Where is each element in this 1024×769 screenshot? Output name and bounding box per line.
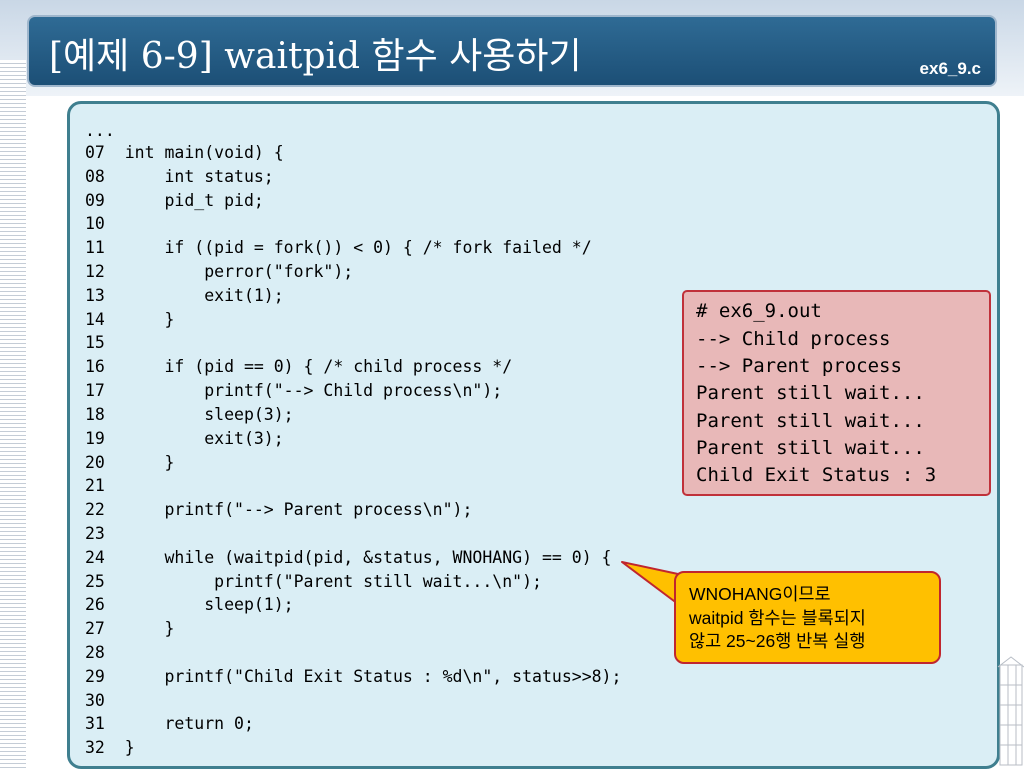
title-bar: [예제 6-9] waitpid 함수 사용하기 ex6_9.c [27, 15, 997, 87]
output-line: Parent still wait... [696, 410, 925, 432]
code-line: 21 [85, 476, 105, 495]
code-line: 08 int status; [85, 167, 274, 186]
file-name-label: ex6_9.c [919, 59, 981, 78]
output-line: --> Child process [696, 328, 891, 350]
code-line: 26 sleep(1); [85, 595, 294, 614]
code-line: 12 perror("fork"); [85, 262, 354, 281]
annotation-callout: WNOHANG이므로 waitpid 함수는 블록되지 않고 25~26행 반복… [674, 571, 941, 664]
code-line: 31 return 0; [85, 714, 254, 733]
code-line: 16 if (pid == 0) { /* child process */ [85, 357, 513, 376]
code-line: 22 printf("--> Parent process\n"); [85, 500, 473, 519]
callout-text-line: waitpid 함수는 블록되지 [689, 608, 866, 628]
code-line: 07 int main(void) { [85, 143, 284, 162]
program-output-box: # ex6_9.out --> Child process --> Parent… [682, 290, 991, 496]
code-line: 13 exit(1); [85, 286, 284, 305]
output-line: --> Parent process [696, 355, 902, 377]
code-line: 30 [85, 691, 105, 710]
code-line: 25 printf("Parent still wait...\n"); [85, 572, 542, 591]
code-line: 15 [85, 333, 105, 352]
callout-pointer [621, 561, 679, 605]
code-line: 29 printf("Child Exit Status : %d\n", st… [85, 667, 622, 686]
output-line: Parent still wait... [696, 437, 925, 459]
output-line: Child Exit Status : 3 [696, 464, 937, 486]
code-line: 23 [85, 524, 105, 543]
code-line: 10 [85, 214, 105, 233]
code-line: 17 printf("--> Child process\n"); [85, 381, 503, 400]
output-line: # ex6_9.out [696, 300, 822, 322]
code-line: 20 } [85, 453, 175, 472]
code-line: 18 sleep(3); [85, 405, 294, 424]
code-line: 14 } [85, 310, 175, 329]
code-line: 27 } [85, 619, 175, 638]
code-line: 19 exit(3); [85, 429, 284, 448]
decorative-stripes [0, 60, 26, 768]
code-line: 32 } [85, 738, 135, 757]
code-line: 24 while (waitpid(pid, &status, WNOHANG)… [85, 548, 612, 567]
code-line: 28 [85, 643, 105, 662]
callout-text-line: 않고 25~26행 반복 실행 [689, 631, 866, 651]
slide-title: [예제 6-9] waitpid 함수 사용하기 [49, 36, 582, 77]
callout-text-line: WNOHANG이므로 [689, 584, 831, 604]
code-line: ... [85, 121, 115, 140]
code-line: 09 pid_t pid; [85, 191, 264, 210]
code-line: 11 if ((pid = fork()) < 0) { /* fork fai… [85, 238, 592, 257]
building-sketch-decoration [997, 656, 1024, 766]
output-line: Parent still wait... [696, 382, 925, 404]
